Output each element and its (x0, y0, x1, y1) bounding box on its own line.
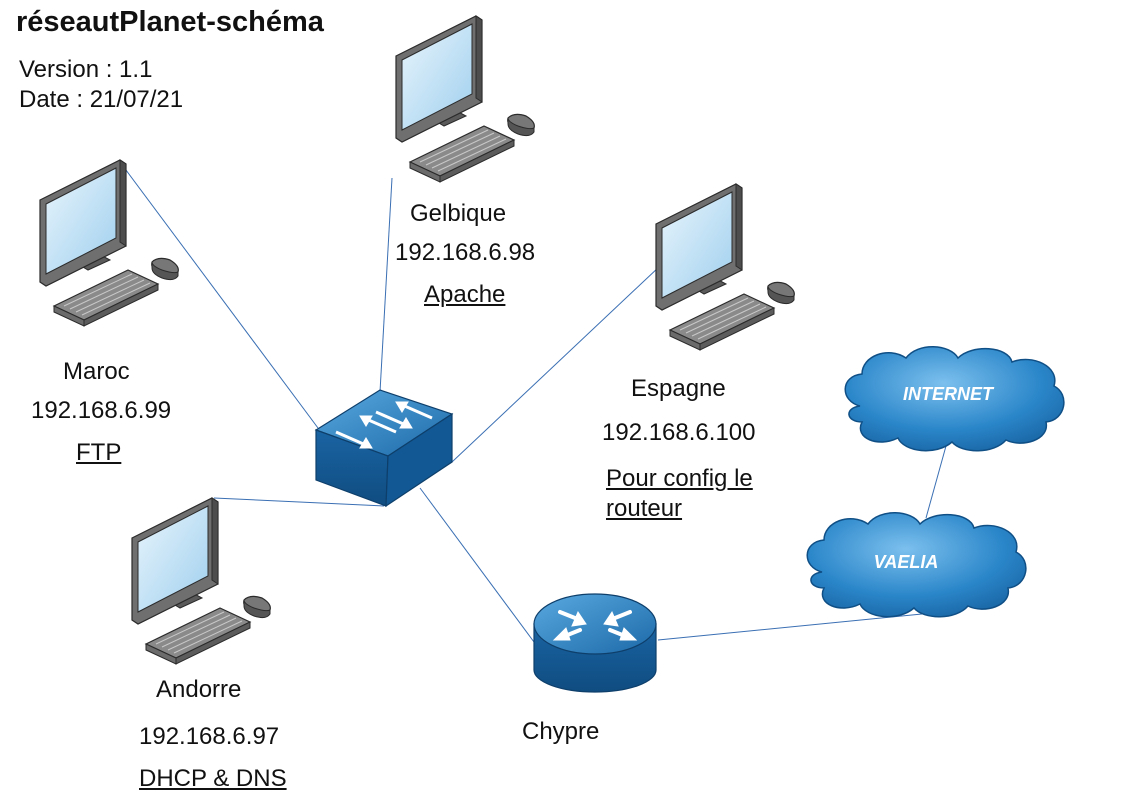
diagram-title: réseautPlanet-schéma (16, 6, 324, 38)
node-ip-andorre: 192.168.6.97 (139, 723, 280, 750)
link-vaelia-internet (925, 445, 947, 519)
version-text: Version : 1.1 (19, 56, 153, 83)
cloud-label-vaelia: VAELIA (874, 552, 939, 572)
cloud-label-internet: INTERNET (903, 384, 995, 404)
link-maroc-switch (119, 161, 319, 429)
node-service-andorre: DHCP & DNS (139, 765, 287, 792)
link-andorre-switch (213, 497, 385, 507)
node-service-maroc: FTP (76, 439, 122, 466)
link-chypre-vaelia (657, 613, 923, 641)
node-name-chypre: Chypre (522, 718, 600, 745)
router-icon (533, 593, 657, 693)
link-espagne-switch (451, 265, 661, 463)
switch-icon (314, 389, 454, 508)
node-ip-maroc: 192.168.6.99 (31, 397, 172, 424)
computer-gelbique-icon (395, 15, 535, 183)
node-service-espagne: Pour config le routeur (606, 465, 753, 522)
node-ip-gelbique: 192.168.6.98 (395, 239, 536, 266)
computer-maroc-icon (39, 159, 179, 327)
node-ip-espagne: 192.168.6.100 (602, 419, 756, 446)
computer-andorre-icon (131, 497, 271, 665)
node-service-gelbique: Apache (424, 281, 506, 308)
computer-espagne-icon (655, 183, 795, 351)
node-name-andorre: Andorre (156, 676, 242, 703)
network-links (119, 161, 947, 643)
link-gelbique-switch (379, 177, 393, 393)
link-switch-chypre (419, 487, 535, 643)
node-name-espagne: Espagne (631, 375, 726, 402)
node-name-gelbique: Gelbique (410, 200, 507, 227)
node-name-maroc: Maroc (63, 358, 130, 385)
date-text: Date : 21/07/21 (19, 86, 184, 113)
